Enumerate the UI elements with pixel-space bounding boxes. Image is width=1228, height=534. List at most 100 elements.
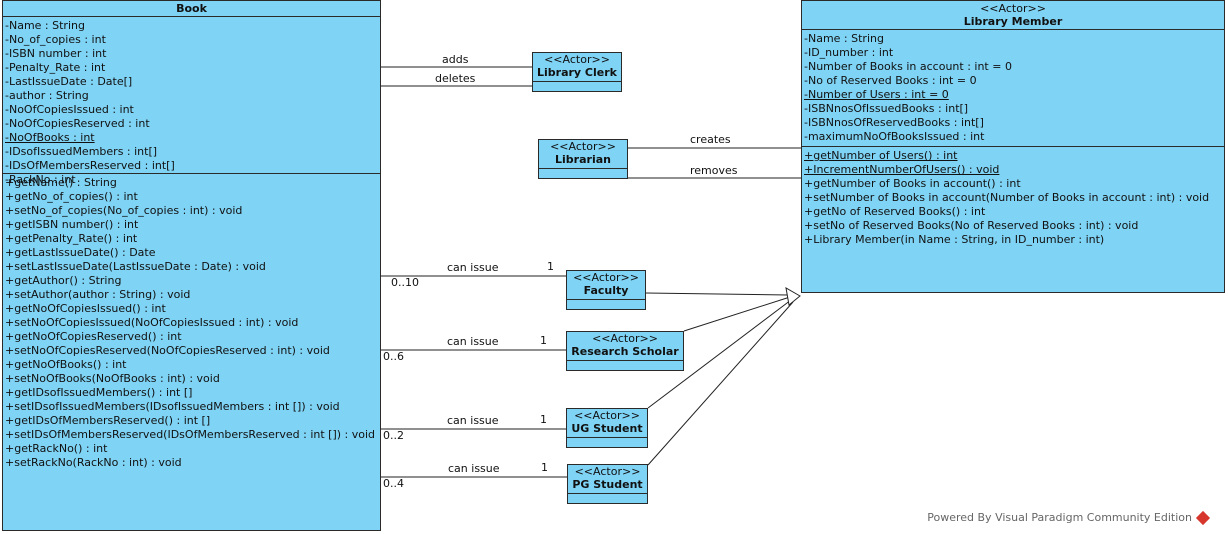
attribute-row: -Number of Users : int = 0	[804, 88, 949, 101]
research-scholar-actor[interactable]: <<Actor>> Research Scholar	[566, 331, 684, 371]
attribute-row: -LastIssueDate : Date[]	[5, 75, 133, 88]
attribute-row: -IDsOfMembersReserved : int[]	[5, 159, 175, 172]
attribute-row: -maximumNoOfBooksIssued : int	[804, 130, 985, 143]
ug-book-multiplicity: 0..2	[383, 429, 404, 442]
actor-stereotype: <<Actor>>	[544, 53, 610, 66]
library-member-class-name: Library Member	[963, 15, 1063, 28]
operation-row: +setAuthor(author : String) : void	[5, 288, 191, 301]
actor-stereotype: <<Actor>>	[573, 271, 639, 284]
operation-row: +Library Member(in Name : String, in ID_…	[804, 233, 1105, 246]
book-class-name: Book	[176, 2, 207, 15]
attribute-row: -ISBNnosOfReservedBooks : int[]	[804, 116, 984, 129]
operation-row: +getNoOfCopiesReserved() : int	[5, 330, 182, 343]
powered-by-footer: Powered By Visual Paradigm Community Edi…	[927, 510, 1211, 526]
library-member-attributes: -Name : String-ID_number : int-Number of…	[802, 30, 1224, 146]
actor-stereotype: <<Actor>>	[550, 140, 616, 153]
actor-name: PG Student	[568, 478, 647, 494]
generalization-arrowhead	[785, 287, 801, 306]
attribute-row: -Name : String	[5, 19, 85, 32]
attribute-row: -Penalty_Rate : int	[5, 61, 106, 74]
operation-row: +setNoOfCopiesReserved(NoOfCopiesReserve…	[5, 344, 330, 357]
librarian-actor[interactable]: <<Actor>> Librarian	[538, 139, 628, 179]
operation-row: +getIDsOfMembersReserved() : int []	[5, 414, 211, 427]
operation-row: +setNo_of_copies(No_of_copies : int) : v…	[5, 204, 243, 217]
attribute-row: -ISBNnosOfIssuedBooks : int[]	[804, 102, 969, 115]
deletes-label: deletes	[435, 72, 476, 85]
attribute-row: -Name : String	[804, 32, 884, 45]
attribute-row: -ISBN number : int	[5, 47, 107, 60]
operation-row: +getName() : String	[5, 176, 117, 189]
operation-row: +getNoOfBooks() : int	[5, 358, 127, 371]
scholar-generalization-line	[683, 296, 791, 332]
faculty-can-issue-label: can issue	[447, 261, 499, 274]
operation-row: +setIDsofIssuedMembers(IDsofIssuedMember…	[5, 400, 340, 413]
operation-row: +setLastIssueDate(LastIssueDate : Date) …	[5, 260, 266, 273]
visual-paradigm-logo-icon	[1195, 510, 1211, 526]
operation-row: +getNo_of_copies() : int	[5, 190, 138, 203]
actor-stereotype: <<Actor>>	[592, 332, 658, 345]
attribute-row: -Number of Books in account : int = 0	[804, 60, 1012, 73]
book-class-header: Book	[3, 1, 380, 17]
creates-label: creates	[690, 133, 731, 146]
scholar-book-multiplicity: 0..6	[383, 350, 404, 363]
operation-row: +setNoOfCopiesIssued(NoOfCopiesIssued : …	[5, 316, 299, 329]
operation-row: +getNumber of Users() : int	[804, 149, 958, 162]
book-operations: +getName() : String+getNo_of_copies() : …	[3, 173, 380, 472]
adds-label: adds	[442, 53, 469, 66]
operation-row: +setRackNo(RackNo : int) : void	[5, 456, 182, 469]
actor-name: UG Student	[567, 422, 647, 438]
ug-can-issue-label: can issue	[447, 414, 499, 427]
actor-name: Library Clerk	[533, 66, 621, 82]
scholar-actor-multiplicity: 1	[540, 334, 547, 347]
faculty-book-multiplicity: 0..10	[391, 276, 419, 289]
pg-student-actor[interactable]: <<Actor>> PG Student	[567, 464, 648, 504]
pg-book-multiplicity: 0..4	[383, 477, 404, 490]
pg-generalization-line	[647, 301, 794, 466]
operation-row: +setIDsOfMembersReserved(IDsOfMembersRes…	[5, 428, 376, 441]
operation-row: +setNo of Reserved Books(No of Reserved …	[804, 219, 1139, 232]
library-clerk-actor[interactable]: <<Actor>> Library Clerk	[532, 52, 622, 92]
attribute-row: -IDsofIssuedMembers : int[]	[5, 145, 158, 158]
library-member-class[interactable]: <<Actor>> Library Member -Name : String-…	[801, 0, 1225, 293]
library-member-class-header: <<Actor>> Library Member	[802, 1, 1224, 30]
faculty-actor-multiplicity: 1	[547, 260, 554, 273]
operation-row: +getNoOfCopiesIssued() : int	[5, 302, 166, 315]
actor-name: Research Scholar	[567, 345, 683, 361]
attribute-row: -No of Reserved Books : int = 0	[804, 74, 977, 87]
operation-row: +getISBN number() : int	[5, 218, 139, 231]
pg-actor-multiplicity: 1	[541, 461, 548, 474]
ug-student-actor[interactable]: <<Actor>> UG Student	[566, 408, 648, 448]
pg-can-issue-label: can issue	[448, 462, 500, 475]
operation-row: +getNo of Reserved Books() : int	[804, 205, 986, 218]
operation-row: +IncrementNumberOfUsers() : void	[804, 163, 1000, 176]
attribute-row: -NoOfCopiesIssued : int	[5, 103, 134, 116]
footer-text: Powered By Visual Paradigm Community Edi…	[927, 511, 1192, 524]
operation-row: +getPenalty_Rate() : int	[5, 232, 138, 245]
operation-row: +setNumber of Books in account(Number of…	[804, 191, 1210, 204]
actor-name: Librarian	[539, 153, 627, 169]
actor-stereotype: <<Actor>>	[574, 409, 640, 422]
attribute-row: -No_of_copies : int	[5, 33, 106, 46]
attribute-row: -NoOfBooks : int	[5, 131, 95, 144]
attribute-row: -NoOfCopiesReserved : int	[5, 117, 150, 130]
faculty-actor[interactable]: <<Actor>> Faculty	[566, 270, 646, 310]
operation-row: +getAuthor() : String	[5, 274, 122, 287]
operation-row: +getLastIssueDate() : Date	[5, 246, 156, 259]
actor-name: Faculty	[567, 284, 645, 300]
faculty-generalization-line	[645, 292, 789, 296]
operation-row: +getNumber of Books in account() : int	[804, 177, 1021, 190]
ug-actor-multiplicity: 1	[540, 413, 547, 426]
ug-generalization-line	[647, 299, 792, 409]
operation-row: +getIDsofIssuedMembers() : int []	[5, 386, 193, 399]
removes-label: removes	[690, 164, 738, 177]
library-member-operations: +getNumber of Users() : int+IncrementNum…	[802, 146, 1224, 249]
book-class[interactable]: Book -Name : String-No_of_copies : int-I…	[2, 0, 381, 531]
attribute-row: -RackNo : int	[5, 173, 76, 186]
attribute-row: -author : String	[5, 89, 89, 102]
library-member-stereotype: <<Actor>>	[980, 2, 1046, 15]
attribute-row: -ID_number : int	[804, 46, 894, 59]
operation-row: +getRackNo() : int	[5, 442, 108, 455]
book-attributes: -Name : String-No_of_copies : int-ISBN n…	[3, 17, 380, 186]
operation-row: +setNoOfBooks(NoOfBooks : int) : void	[5, 372, 220, 385]
